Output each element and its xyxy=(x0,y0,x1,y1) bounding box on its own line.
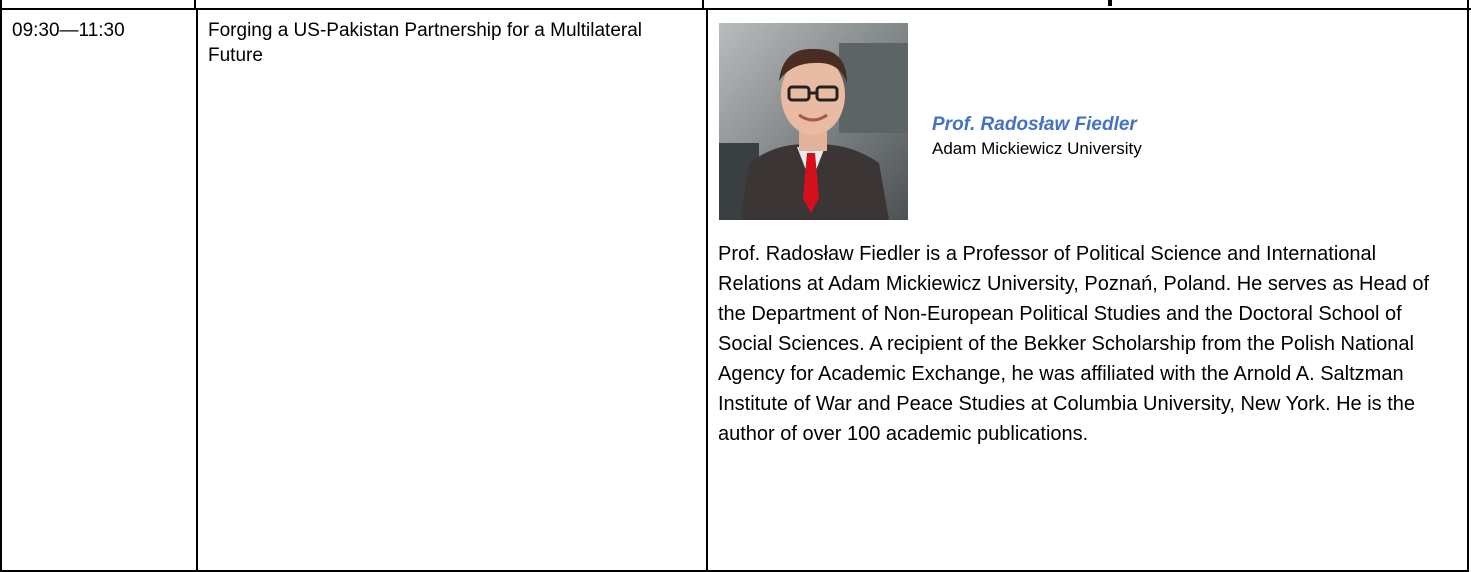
speaker-portrait-icon xyxy=(719,23,908,220)
speaker-cell: Prof. Radosław Fiedler Adam Mickiewicz U… xyxy=(706,8,1469,572)
table-row: 09:30—11:30 Forging a US-Pakistan Partne… xyxy=(0,8,1469,572)
speaker-bio: Prof. Radosław Fiedler is a Professor of… xyxy=(718,243,1430,445)
agenda-table: 09:30—11:30 Forging a US-Pakistan Partne… xyxy=(0,8,1469,572)
speaker-photo xyxy=(719,23,908,220)
speaker-header: Prof. Radosław Fiedler Adam Mickiewicz U… xyxy=(708,23,1467,220)
title-cell: Forging a US-Pakistan Partnership for a … xyxy=(196,8,708,572)
session-time: 09:30—11:30 xyxy=(12,20,125,41)
session-title: Forging a US-Pakistan Partnership for a … xyxy=(208,20,643,66)
speaker-affiliation: Adam Mickiewicz University xyxy=(932,139,1142,158)
speaker-name: Prof. Radosław Fiedler xyxy=(932,114,1137,135)
speaker-meta: Prof. Radosław Fiedler Adam Mickiewicz U… xyxy=(932,112,1142,160)
time-cell: 09:30—11:30 xyxy=(0,8,198,572)
